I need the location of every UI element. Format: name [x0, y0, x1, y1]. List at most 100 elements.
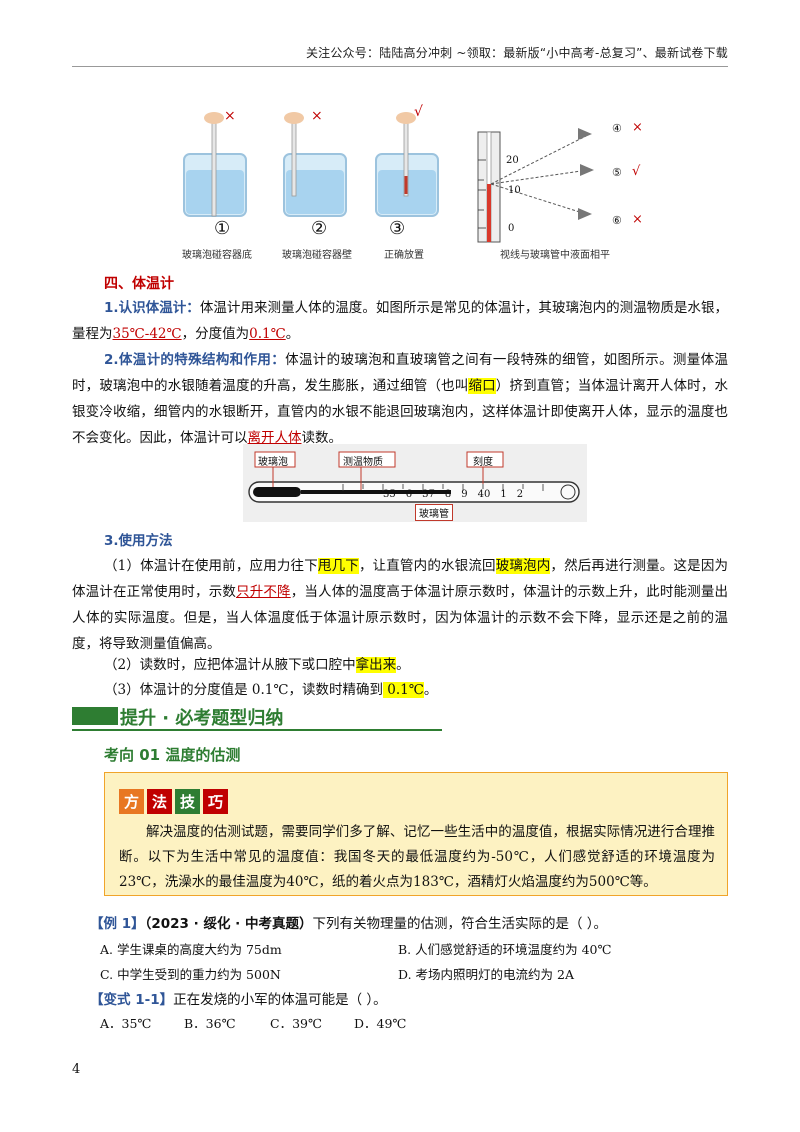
tick-label: 1 — [500, 489, 507, 500]
variant-tag: 【变式 1-1】 — [90, 992, 174, 1008]
beaker-1-mark: × — [224, 108, 236, 124]
text: ，分度值为 — [181, 326, 250, 342]
usage-step-3: （3）体温计的分度值是 0.1℃，读数时精确到 0.1℃。 — [72, 677, 728, 703]
bulb-answer: 玻璃泡内 — [495, 558, 551, 574]
paragraph-structure: 2.体温计的特殊结构和作用：体温计的玻璃泡和直玻璃管之间有一段特殊的细管，如图所… — [72, 347, 728, 451]
beaker-1-caption: 玻璃泡碰容器底 — [182, 250, 252, 261]
scale-label-0: 0 — [508, 223, 515, 234]
text: ，当人体的温度高于体温计原示数时，体温计的示数上升，此时能测量出人体的实际温度。… — [72, 584, 729, 652]
beaker-3 — [375, 112, 439, 217]
option-a[interactable]: A. 学生课桌的高度大约为 75dm — [100, 942, 282, 957]
page-header: 关注公众号：陆陆高分冲刺 ~领取：最新版“小中高考-总复习”、最新试卷下载 — [305, 46, 728, 60]
label-tube: 玻璃管 — [415, 504, 453, 521]
precision-answer: 0.1℃ — [382, 682, 424, 698]
usage-step-1: （1）体温计在使用前，应用力往下甩几下，让直管内的水银流回玻璃泡内，然后再进行测… — [72, 553, 728, 657]
thermometer-usage-figure — [183, 112, 594, 243]
heading-structure: 2.体温计的特殊结构和作用： — [104, 352, 286, 368]
usage-step-2: （2）读数时，应把体温计从腋下或口腔中拿出来。 — [72, 652, 728, 678]
text: 。 — [285, 326, 300, 342]
tip-text: 解决温度的估测试题，需要同学们多了解、记忆一些生活中的温度值，根据实际情况进行合… — [119, 824, 715, 890]
only-rise-answer: 只升不降 — [236, 584, 291, 600]
eye-6-mark: × — [632, 212, 643, 227]
section-banner: 提升 · 必考题型归纳 — [72, 701, 442, 733]
text: （3）体温计的分度值是 0.1℃，读数时精确到 — [104, 682, 383, 698]
banner-bar — [72, 707, 118, 725]
scale-label-10: 10 — [508, 185, 521, 196]
kaoxiang-title: 考向 01 温度的估测 — [104, 746, 241, 764]
example-source: （2023 · 绥化 · 中考真题） — [144, 916, 313, 932]
variant-option-b[interactable]: B．36℃ — [184, 1016, 236, 1031]
example-tag: 【例 1】 — [90, 916, 145, 932]
text: （1）体温计在使用前，应用力往下 — [104, 558, 318, 574]
page-number: 4 — [72, 1062, 81, 1077]
tick-label: 8 — [444, 489, 452, 500]
eye-4-number: ④ — [612, 122, 622, 135]
shake-answer: 甩几下 — [317, 558, 359, 574]
banner-title: 提升 · 必考题型归纳 — [120, 708, 284, 729]
range-answer: 35℃-42℃ — [112, 326, 182, 342]
tick-label: 35 — [383, 489, 396, 500]
eye-5-mark: √ — [632, 164, 641, 179]
variant-option-a[interactable]: A．35℃ — [100, 1016, 152, 1031]
scale-reading-diagram — [477, 128, 594, 243]
text: （2）读数时，应把体温计从腋下或口腔中 — [104, 657, 356, 673]
tick-label: 6 — [405, 489, 413, 500]
eye-4-mark: × — [632, 120, 643, 135]
badge: 巧 — [203, 789, 228, 814]
text: ，让直管内的水银流回 — [358, 558, 496, 574]
tick-label: 9 — [461, 489, 468, 500]
text: 体温计用来测量人体的温度。如图所示是常见的体温计，其玻璃泡内的测温物质是水银，量… — [72, 300, 728, 342]
paragraph-recognize: 1.认识体温计：体温计用来测量人体的温度。如图所示是常见的体温计，其玻璃泡内的测… — [72, 295, 728, 347]
example-1-question: 【例 1】（2023 · 绥化 · 中考真题）下列有关物理量的估测，符合生活实际… — [90, 912, 607, 932]
label-substance: 测温物质 — [343, 457, 383, 468]
text: 。 — [423, 682, 438, 698]
heading-recognize: 1.认识体温计： — [104, 300, 200, 316]
take-out-answer: 拿出来 — [355, 657, 397, 673]
usage-heading-line: 3.使用方法 — [72, 528, 728, 554]
banner-underline — [72, 729, 442, 731]
beaker-2 — [283, 112, 347, 217]
section-title: 四、体温计 — [104, 276, 174, 292]
division-answer: 0.1℃ — [249, 326, 286, 342]
thermometer-drawing — [248, 451, 580, 503]
eye-6-number: ⑥ — [612, 214, 622, 227]
tip-badges: 方 法 技 巧 — [119, 789, 228, 814]
text: ）挤到直管；当体温计离开人体时，水银变冷收缩，细管内的水银断开，直管内的水银不能… — [72, 378, 729, 446]
tick-label: 2 — [516, 489, 524, 500]
label-scale: 刻度 — [473, 457, 493, 468]
leave-answer: 离开人体 — [247, 430, 302, 446]
header-rule — [72, 66, 728, 67]
text: 。 — [396, 657, 410, 673]
beaker-2-number: ② — [311, 218, 328, 239]
badge: 技 — [175, 789, 200, 814]
variant-option-c[interactable]: C．39℃ — [270, 1016, 322, 1031]
neck-answer: 缩口 — [468, 378, 496, 394]
tick-label: 40 — [477, 489, 491, 500]
scale-caption: 视线与玻璃管中液面相平 — [500, 250, 610, 261]
variant-1-1-question: 【变式 1-1】正在发烧的小军的体温可能是（ ）。 — [90, 988, 387, 1008]
label-bulb: 玻璃泡 — [258, 457, 288, 468]
badge: 方 — [119, 789, 144, 814]
beaker-3-number: ③ — [389, 218, 406, 239]
option-c[interactable]: C. 中学生受到的重力约为 500N — [100, 967, 281, 982]
text: ，然后再进行测量。这是因为体温计在正常使用时，示数 — [72, 558, 729, 600]
beaker-3-mark: √ — [414, 104, 423, 120]
text: 体温计的玻璃泡和直玻璃管之间有一段特殊的细管，如图所示。测量体温时，玻璃泡中的水… — [72, 352, 728, 394]
beaker-1-number: ① — [214, 218, 231, 239]
clinical-thermometer-figure: 玻璃泡 测温物质 刻度 35 6 37 8 9 40 1 2 玻璃管 — [243, 444, 587, 522]
example-question-text: 下列有关物理量的估测，符合生活实际的是（ ）。 — [312, 916, 608, 932]
beaker-2-caption: 玻璃泡碰容器壁 — [282, 250, 352, 261]
eye-5-number: ⑤ — [612, 166, 622, 179]
variant-question-text: 正在发烧的小军的体温可能是（ ）。 — [173, 992, 387, 1008]
option-d[interactable]: D. 考场内照明灯的电流约为 2A — [398, 967, 574, 982]
badge: 法 — [147, 789, 172, 814]
heading-usage: 3.使用方法 — [104, 533, 173, 549]
variant-option-d[interactable]: D．49℃ — [354, 1016, 407, 1031]
beaker-1 — [183, 112, 247, 217]
tick-labels: 35 6 37 8 9 40 1 2 — [383, 489, 523, 500]
beaker-2-mark: × — [311, 108, 323, 124]
beaker-3-caption: 正确放置 — [384, 250, 424, 261]
method-tips-box: 方 法 技 巧 解决温度的估测试题，需要同学们多了解、记忆一些生活中的温度值，根… — [104, 772, 728, 896]
scale-label-20: 20 — [506, 155, 519, 166]
option-b[interactable]: B. 人们感觉舒适的环境温度约为 40℃ — [398, 942, 612, 957]
